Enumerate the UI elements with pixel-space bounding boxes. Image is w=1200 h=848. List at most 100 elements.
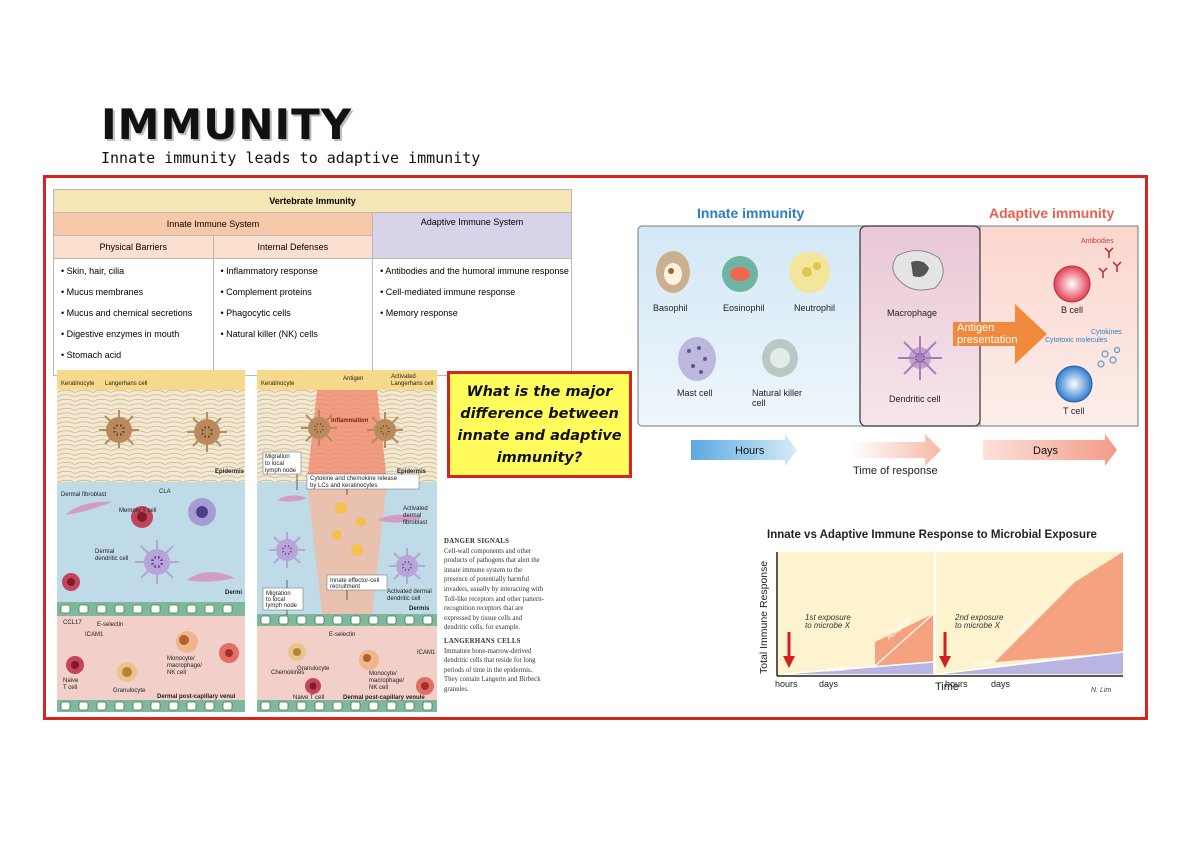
innate-label-2: Innate (972, 657, 994, 668)
internal-item: Natural killer (NK) cells (221, 329, 372, 339)
time-arrow (850, 434, 941, 466)
left-naive-label-2: T cell (63, 685, 77, 691)
left-dermal-dc-label-1: Dermal (95, 549, 114, 555)
page-title: IMMUNITY (101, 100, 353, 149)
left-mono-label-2: macrophage/ (167, 663, 202, 669)
nk-label-1: Natural killer (752, 388, 802, 398)
table-title: Vertebrate Immunity (53, 189, 572, 213)
question-box: What is the major difference between inn… (447, 371, 632, 478)
graph-hours-2: hours (945, 679, 968, 689)
left-langerhans-label: Langerhans cell (105, 381, 147, 387)
internal-item: Phagocytic cells (221, 308, 372, 318)
exposure-arrow-2-icon (939, 632, 951, 668)
langerhans-body: Immature bone-marrow-derived dendritic c… (444, 647, 541, 693)
right-migration-label-1: Migration (265, 454, 290, 460)
left-ccl17-label: CCL17 (63, 620, 82, 626)
macrophage-label: Macrophage (887, 308, 937, 318)
adaptive-item: Antibodies and the humoral immune respon… (380, 266, 570, 276)
cytokine-dots-icon (1097, 346, 1121, 368)
exposure-arrow-icon (783, 632, 795, 668)
right-activated-lc-label-1: Activated (391, 374, 416, 380)
neutrophil-icon (789, 251, 830, 293)
adaptive-system-list: Antibodies and the humoral immune respon… (374, 266, 570, 318)
antibodies-label: Antibodies (1081, 238, 1114, 245)
internal-item: Inflammatory response (221, 266, 372, 276)
side-text-column: DANGER SIGNALS Cell-wall components and … (444, 537, 544, 695)
innate-adaptive-cells-diagram: Innate immunity Adaptive immunity Antige… (637, 205, 1139, 477)
t-cell-icon (1055, 365, 1093, 403)
left-epidermis-label: Epidermis (215, 469, 245, 475)
internal-item: Complement proteins (221, 287, 372, 297)
days-arrow (983, 434, 1117, 466)
hours-label: Hours (735, 445, 765, 457)
right-mono-label-2: macrophage/ (369, 678, 404, 684)
right-migration-b-label-3: lymph node (266, 603, 298, 609)
adaptive-item: Memory response (380, 308, 570, 318)
physical-item: Mucus membranes (61, 287, 212, 297)
danger-signals-heading: DANGER SIGNALS (444, 538, 510, 545)
physical-item: Skin, hair, cilia (61, 266, 212, 276)
first-exposure-label-1: 1st exposure (805, 613, 851, 622)
second-exposure-label-2: to microbe X (955, 621, 1001, 630)
left-keratinocyte-label: Keratinocyte (61, 381, 95, 387)
cytokine-label-1: Cytokine and chemokine release (310, 476, 398, 482)
macrophage-icon (892, 250, 944, 291)
left-dermis-label: Dermi (225, 590, 242, 596)
graph-days-2: days (991, 679, 1011, 689)
t-cell-label: T cell (1063, 406, 1084, 416)
right-epidermis-label: Epidermis (397, 469, 427, 475)
left-naive-label-1: Naive (63, 678, 79, 684)
antibodies-icon (1098, 247, 1122, 278)
inflammation-label: Inflammation (331, 418, 369, 424)
left-fibroblast-label: Dermal fibroblast (61, 492, 107, 498)
basophil-label: Basophil (653, 303, 688, 313)
right-migration-label-3: lymph node (265, 468, 297, 474)
physical-item: Mucus and chemical secretions (61, 308, 212, 318)
eosinophil-label: Eosinophil (723, 303, 765, 313)
right-eselectin-label: E-selectin (329, 632, 355, 638)
b-cell-label: B cell (1061, 305, 1083, 315)
skin-immune-diagram: Keratinocyte Langerhans cell Epidermis D… (57, 370, 437, 712)
left-memory-t-label: Memory T cell (119, 508, 156, 514)
second-exposure-label-1: 2nd exposure (954, 613, 1004, 622)
internal-defenses-header: Internal Defenses (212, 235, 374, 259)
left-cla-label: CLA (159, 489, 171, 495)
basophil-icon (656, 251, 690, 293)
days-label: Days (1033, 445, 1059, 457)
physical-barriers-cell: Skin, hair, ciliaMucus membranesMucus an… (53, 258, 214, 376)
danger-signals-body: Cell-wall components and other products … (444, 547, 544, 632)
right-mono-label-3: NK cell (369, 685, 388, 691)
left-eselectin-label: E-selectin (97, 622, 123, 628)
antigen-label-1: Antigen (957, 322, 994, 334)
right-granulocyte-label: Granulocyte (297, 666, 330, 672)
left-icam1-label: ICAM1 (85, 632, 104, 638)
effector-label-1: Innate effector-cell (330, 578, 379, 584)
act-dc-label-1: Activated dermal (387, 589, 432, 595)
right-migration-label-2: to local (265, 461, 284, 467)
nk-label-2: cell (752, 398, 766, 408)
cytokines-label: Cytokines (1091, 329, 1122, 336)
internal-defenses-list: Inflammatory responseComplement proteins… (215, 266, 372, 339)
eosinophil-icon (722, 256, 758, 292)
internal-defenses-cell: Inflammatory responseComplement proteins… (212, 258, 374, 376)
act-fib-label-3: fibroblast (403, 520, 428, 526)
langerhans-heading: LANGERHANS CELLS (444, 637, 521, 645)
left-dermal-dc-label-2: dendritic cell (95, 556, 128, 562)
question-text: What is the major difference between inn… (457, 383, 622, 466)
natural-killer-cell-icon (762, 339, 798, 377)
right-naive-label: Naive T cell (293, 695, 324, 701)
graph-title: Innate vs Adaptive Immune Response to Mi… (767, 529, 1097, 541)
cytokine-label-2: by LCs and keratinocytes (310, 483, 377, 489)
left-mono-label-3: NK cell (167, 670, 186, 676)
time-of-response-label: Time of response (853, 465, 938, 477)
hours-arrow (691, 434, 797, 466)
graph-days-1: days (819, 679, 839, 689)
act-dc-label-2: dendritic cell (387, 596, 420, 602)
innate-label-1: Innate (826, 663, 848, 674)
dendritic-label: Dendritic cell (889, 394, 941, 404)
graph-hours-1: hours (775, 679, 798, 689)
langerhans-cell-icon (99, 410, 227, 452)
immune-response-graph: Innate vs Adaptive Immune Response to Mi… (758, 529, 1124, 694)
adaptive-immunity-heading: Adaptive immunity (989, 205, 1114, 221)
right-activated-lc-label-2: Langerhans cell (391, 381, 433, 387)
